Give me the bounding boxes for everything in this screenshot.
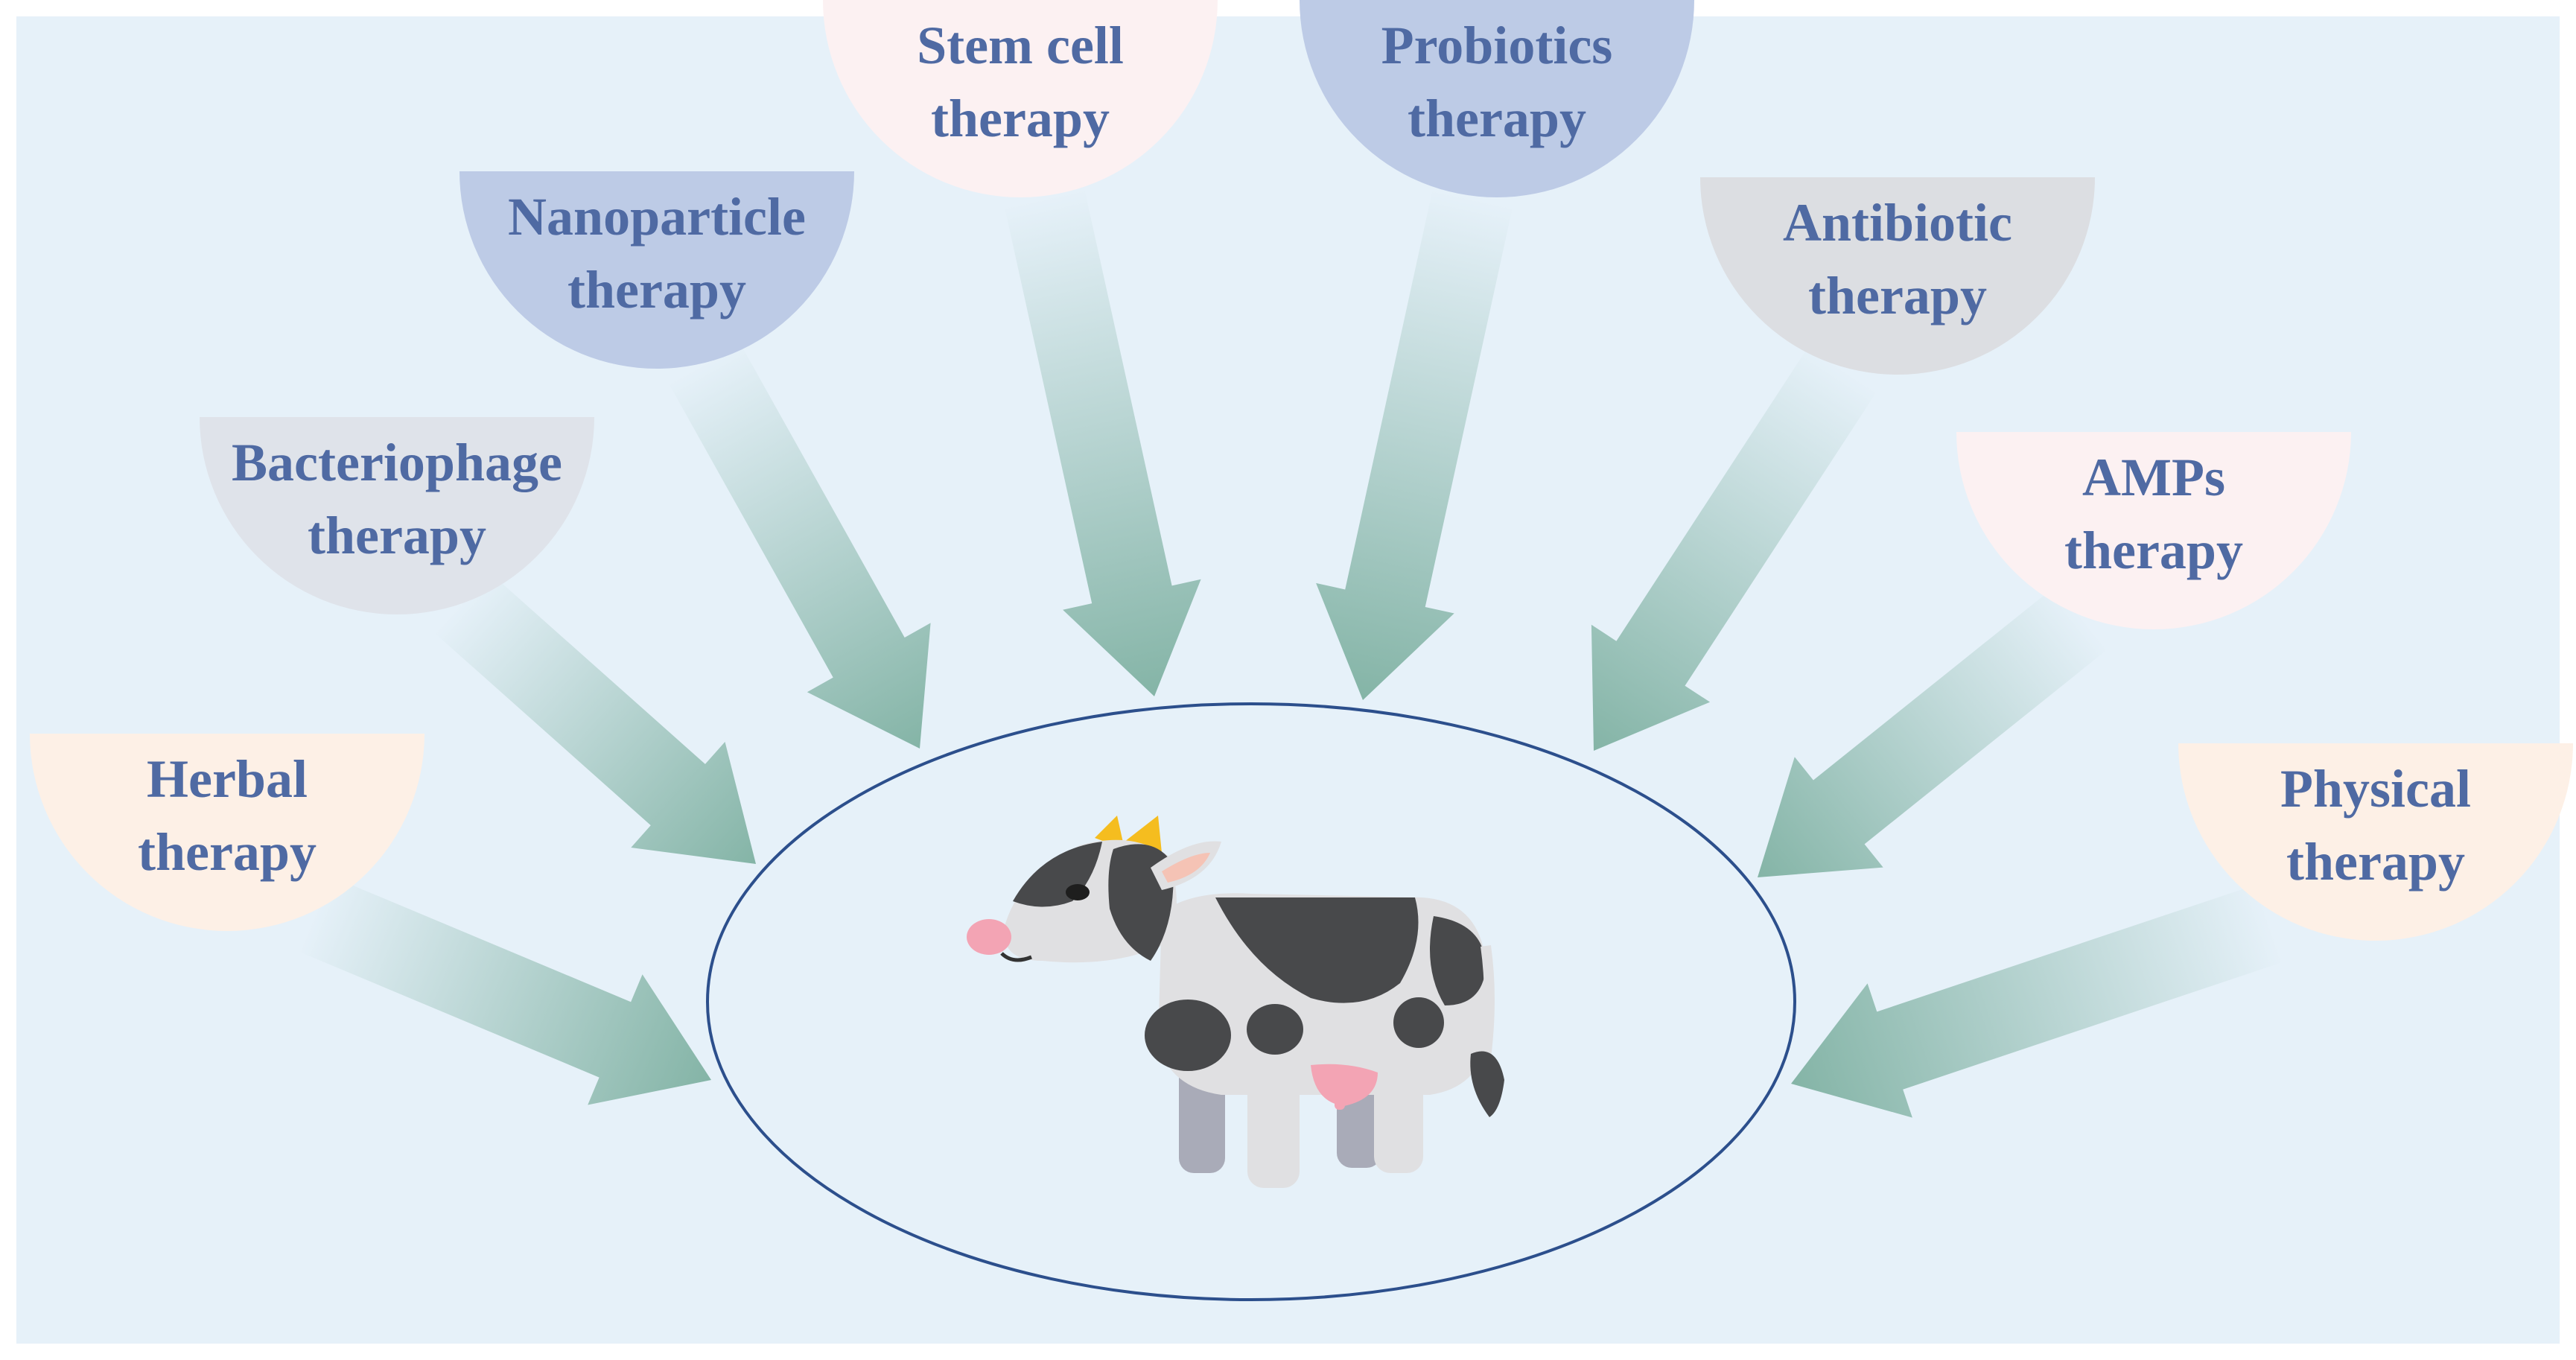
badge-label-nanoparticle: therapy	[567, 260, 746, 320]
badge-label-probiotics: therapy	[1408, 89, 1586, 148]
badge-shape-bacteriophage	[200, 417, 594, 614]
badge-label-herbal: therapy	[138, 822, 317, 882]
badge-label-stem-cell: Stem cell	[917, 16, 1124, 75]
arrow-herbal	[298, 876, 711, 1105]
badge-label-antibiotic: therapy	[1808, 266, 1987, 325]
arrow-nanoparticle	[668, 343, 931, 749]
badge-stem-cell: Stem cell therapy	[823, 0, 1218, 197]
badge-label-physical: Physical	[2280, 759, 2471, 819]
badge-shape-nanoparticle	[459, 171, 854, 369]
arrow-stem-cell	[1004, 188, 1201, 696]
badge-probiotics: Probiotics therapy	[1300, 0, 1694, 197]
arrow-physical	[1791, 884, 2284, 1118]
badge-label-antibiotic: Antibiotic	[1783, 193, 2012, 252]
arrow-bacteriophage	[434, 571, 756, 864]
badge-label-amps: AMPs	[2082, 448, 2225, 507]
badge-physical: Physical therapy	[2178, 743, 2573, 941]
therapy-badges-layer: HerbaltherapyBacteriophagetherapyNanopar…	[30, 0, 2573, 941]
badge-herbal: Herbal therapy	[30, 734, 424, 931]
badge-shape-herbal	[30, 734, 424, 931]
cow-icon	[967, 816, 1504, 1188]
badge-label-nanoparticle: Nanoparticle	[508, 187, 806, 247]
badge-antibiotic: Antibiotic therapy	[1700, 177, 2095, 375]
badge-label-bacteriophage: Bacteriophage	[232, 433, 562, 492]
badge-label-amps: therapy	[2064, 521, 2243, 580]
badge-shape-stem-cell	[823, 0, 1218, 197]
arrow-probiotics	[1316, 188, 1513, 700]
center-ellipse	[706, 702, 1796, 1301]
badge-label-herbal: Herbal	[147, 749, 308, 809]
badge-label-stem-cell: therapy	[931, 89, 1110, 148]
arrows-layer	[298, 188, 2284, 1118]
badge-nanoparticle: Nanoparticle therapy	[459, 171, 854, 369]
badge-shape-antibiotic	[1700, 177, 2095, 375]
badge-amps: AMPs therapy	[1956, 432, 2351, 629]
arrow-antibiotic	[1591, 346, 1877, 751]
badge-bacteriophage: Bacteriophage therapy	[200, 417, 594, 614]
badge-label-physical: therapy	[2286, 832, 2465, 892]
badge-label-probiotics: Probiotics	[1381, 16, 1613, 75]
badge-label-bacteriophage: therapy	[308, 506, 486, 565]
badge-shape-amps	[1956, 432, 2351, 629]
badge-shape-probiotics	[1300, 0, 1694, 197]
badge-shape-physical	[2178, 743, 2573, 941]
arrow-amps	[1758, 585, 2108, 877]
